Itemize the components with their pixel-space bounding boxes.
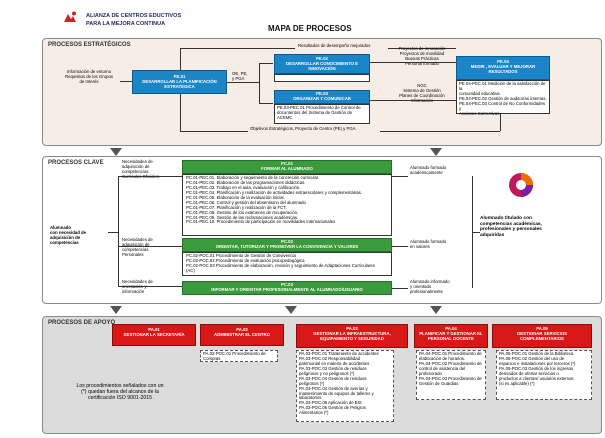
result-icon [508, 172, 534, 198]
arrow-pe03-pe04 [370, 100, 456, 101]
pa05-list: PA.05-POC.01 Gestión de la Biblioteca PA… [496, 350, 592, 400]
org-name-line1: ALIANZA DE CENTROS EDUCTIVOS [86, 13, 182, 19]
estrategicos-input-label: Información de entorno Requisitos de los… [64, 69, 113, 84]
arrow-pc02-out [392, 246, 408, 247]
out-informado: Alumnado informado y orientado profesion… [410, 279, 450, 294]
estrategicos-title: PROCESOS ESTRATÉGICOS [48, 42, 131, 48]
apoyo-title: PROCESOS DE APOYO [48, 320, 116, 326]
arrow-to-pc03 [118, 286, 182, 287]
arrow-down-apoyo-1 [110, 306, 122, 314]
arrow-bottom-up [180, 94, 181, 131]
pa01-box[interactable]: PA.01 GESTIONAR LA SECRETARÍA [112, 324, 196, 346]
arrow-to-pe02 [259, 63, 273, 64]
arrow-to-pe03 [259, 103, 273, 104]
alumnado-entrada: Alumnado con necesidad de adquisición de… [50, 225, 87, 245]
page-title: MAPA DE PROCESOS [268, 24, 352, 33]
label-resultados: Resultados de desempeño mejorados [298, 43, 371, 48]
label-oe-pe-pga: OE, PE, y PGA [232, 71, 248, 81]
pc02-box[interactable]: PC.02 ORIENTAR, TUTORIZAR Y PROMOVER LA … [182, 238, 392, 252]
arrow-resultados-down [180, 48, 181, 70]
connector-pe02-pe03 [259, 63, 260, 103]
pa04-box[interactable]: PA.04 PLANIFICAR Y GESTIONAR EL PERSONAL… [414, 324, 488, 348]
necesidades-3: Necesidades de orientación y información [122, 279, 153, 294]
arrow-down-apoyo-2 [285, 306, 297, 314]
arrow-bottom-right [380, 131, 500, 132]
arrow-bottom-pe04 [500, 114, 501, 131]
clave-left-spine [118, 176, 119, 286]
arrow-to-result [472, 232, 480, 233]
pc02-list: PC.02-POC.01 Procedimiento de Gestión de… [182, 252, 392, 276]
pe02-box[interactable]: PE.02 DESARROLLAR CONOCIMIENTO E INNOVAC… [274, 54, 370, 74]
arrow-input-pe01 [120, 81, 132, 82]
pa03-box[interactable]: PA.03 GESTIONAR LA INFRAESTRUCTURA, EQUI… [296, 324, 408, 348]
pe04-list: PE.04-PEC.01 Medición de la satisfacción… [456, 80, 550, 116]
arrow-pc01-out [392, 176, 408, 177]
clave-left-link [108, 232, 118, 233]
pe01-box[interactable]: PE.01 DESARROLLAR LA PLANIFICACIÓN ESTRA… [132, 70, 227, 94]
pc01-box[interactable]: PC.01 FORMAR AL ALUMNADO [182, 160, 392, 174]
arrow-resultados [180, 48, 295, 49]
out-formado-valores: Alumnado formado en valores [410, 239, 447, 249]
arrow-pe02-pe04 [370, 62, 456, 63]
pe03-box[interactable]: PE.03 ORGANIZAR Y COMUNICAR [274, 90, 370, 104]
pa02-box[interactable]: PA.02 ADMINISTRAR EL CENTRO [200, 324, 284, 346]
arrow-pc03-out [392, 288, 408, 289]
arrow-resultados-right [388, 48, 456, 49]
org-name-line2: PARA LA MEJORA CONTINUA [86, 21, 166, 27]
result-label: Alumnado titulado con competencias acadé… [480, 216, 542, 238]
logo [62, 10, 78, 24]
arrow-bottom [180, 131, 248, 132]
pa05-box[interactable]: PA.05 GESTIONAR SERVICIOS COMPLEMENTARIO… [492, 324, 592, 348]
arrow-to-pc02 [118, 246, 182, 247]
arrow-down-apoyo-3 [430, 306, 442, 314]
label-proyectos: Proyectos de innovación Proyectos de mov… [398, 46, 446, 66]
pe03-list: PE.03-PEC.01 Procedimiento de Control de… [274, 104, 370, 124]
pa04-list: PA.04-POC.01 Procedimiento de elaboració… [416, 350, 486, 400]
necesidades-2: Necesidades de adquisición de competenci… [122, 237, 153, 257]
arrow-to-pc01 [118, 176, 182, 177]
pa03-list: PA.03-POC.01 Tratamiento de accidentes P… [296, 350, 394, 422]
label-objetivos-bottom: Objetivos Estratégicos, Proyecto de Cent… [250, 126, 356, 131]
arrow-pe01-right [227, 82, 259, 83]
pe02-list-area [274, 74, 370, 82]
pc01-list: PC.01-PEC.01. Elaboración y seguimiento … [182, 174, 392, 236]
pe04-box[interactable]: PE.04 MEDIR , EVALUAR Y MEJORAR RESULTAD… [456, 56, 550, 80]
clave-title: PROCESOS CLAVE [48, 160, 104, 166]
iso-note: Los procedimientos señalados con un (*) … [76, 383, 164, 401]
out-formado-academico: Alumnado formado académicamente [410, 165, 447, 175]
arrow-down-right [430, 148, 442, 156]
arrow-down-left [110, 148, 122, 156]
pc03-box[interactable]: PC.03 INFORMAR Y ORIENTAR PROFESIONALMEN… [182, 281, 392, 295]
pa02-list: PA.02-POC.01 Procedimiento de Compras [200, 350, 278, 362]
